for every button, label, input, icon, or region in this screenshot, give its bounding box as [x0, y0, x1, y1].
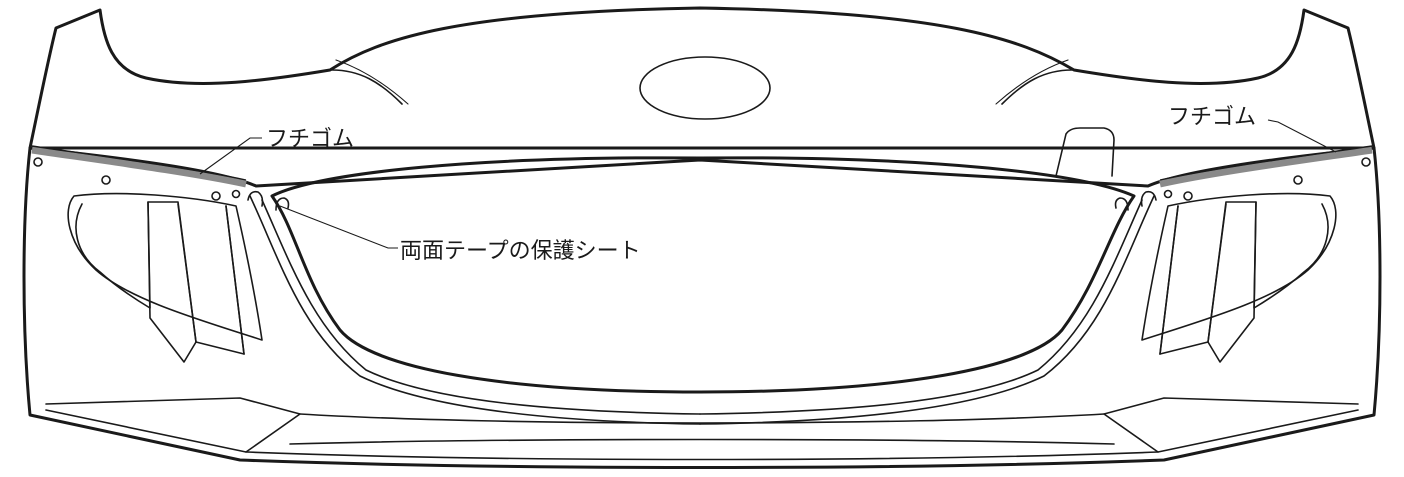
label-edge-rubber-left: フチゴム	[266, 127, 354, 152]
hood-line-left	[331, 69, 403, 105]
grille-opening	[270, 156, 1136, 394]
mount-hole	[101, 175, 111, 185]
edge-rubber-right	[1159, 146, 1373, 188]
intake-inner-left	[75, 201, 151, 309]
splitter-center-bottom	[245, 451, 1159, 461]
mount-hole	[1293, 175, 1303, 185]
edge-rubber-left-edge	[31, 145, 247, 181]
hook-right	[1140, 190, 1157, 207]
edge-rubber-right-edge	[1159, 145, 1373, 181]
mount-hole	[231, 189, 241, 199]
clip-right	[1114, 197, 1129, 211]
mount-hole	[1361, 157, 1371, 167]
hood-line-right	[1001, 69, 1073, 105]
intake-fin-right-1	[1207, 201, 1257, 363]
plate-tab	[1055, 127, 1115, 177]
mount-hole	[211, 191, 221, 201]
mounting-holes	[33, 157, 1371, 201]
label-tape-liner: 両面テープの保護シート	[400, 239, 641, 264]
hook-left	[247, 190, 264, 207]
emblem	[639, 56, 771, 120]
hood-crease-right	[995, 59, 1069, 105]
sweep-line-left-inner	[261, 199, 701, 415]
mount-hole	[1163, 189, 1173, 199]
sweep-line-right-inner	[699, 199, 1143, 415]
leader-edge-rubber-right	[1267, 119, 1337, 153]
hood-crease-left	[335, 59, 409, 105]
splitter-center-mid	[289, 438, 1115, 445]
intake-fin-left-1	[147, 201, 197, 363]
clip-left	[275, 197, 290, 211]
bumper-upper-body	[28, 6, 1376, 150]
sweep-line-right-outer	[699, 195, 1155, 425]
leader-edge-rubber-left	[199, 137, 262, 175]
mount-hole	[33, 157, 43, 167]
mount-hole	[1183, 191, 1193, 201]
intake-fin-left-3	[225, 205, 245, 355]
label-edge-rubber-right: フチゴム	[1168, 105, 1256, 130]
sweep-line-left-outer	[249, 195, 701, 425]
intake-inner-right	[1253, 201, 1329, 309]
bumper-lower-body	[22, 146, 1382, 469]
splitter-center-top	[299, 413, 1105, 424]
edge-rubber-left	[31, 146, 247, 188]
leader-tape-liner	[279, 205, 398, 249]
intake-fin-right-3	[1159, 205, 1179, 355]
